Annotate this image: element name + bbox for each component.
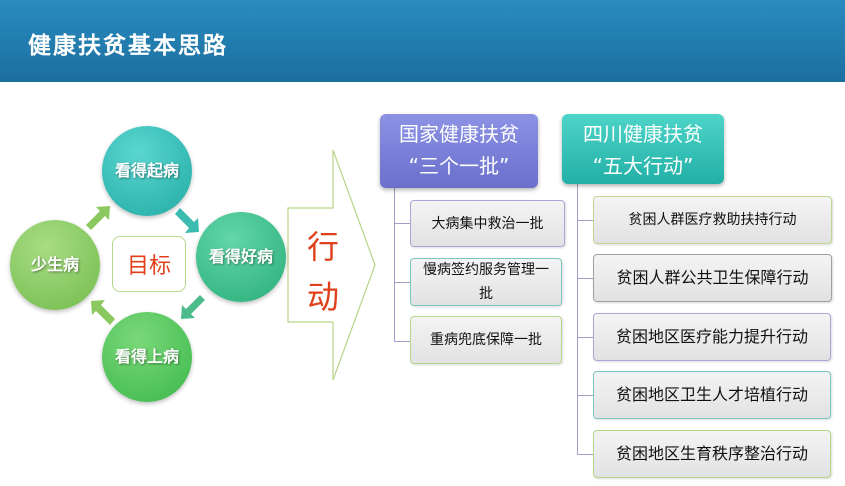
page-title: 健康扶贫基本思路 [28, 33, 228, 59]
national-item: 重病兜底保障一批 [410, 316, 562, 364]
sichuan-item: 贫困地区卫生人才培植行动 [593, 371, 831, 419]
action-label: 行动 [306, 228, 339, 316]
goal-box: 目标 [112, 236, 186, 292]
cycle-node-right: 看得好病 [196, 212, 286, 302]
arrow-up-left-icon [91, 300, 115, 325]
national-item: 慢病签约服务管理一批 [410, 258, 562, 306]
cycle-node-left: 少生病 [10, 220, 100, 310]
sichuan-title: 四川健康扶贫 [583, 122, 703, 146]
sichuan-item: 贫困人群公共卫生保障行动 [593, 254, 832, 302]
cycle-arrows [86, 206, 205, 325]
sichuan-item: 贫困地区生育秩序整治行动 [593, 430, 831, 478]
header-bar: 健康扶贫基本思路 [0, 0, 845, 82]
arrow-down-left-icon [181, 295, 205, 319]
sichuan-item: 贫困地区医疗能力提升行动 [593, 313, 831, 361]
sichuan-subtitle: “五大行动” [592, 154, 694, 178]
cycle-node-top: 看得起病 [102, 126, 192, 216]
sichuan-item: 贫困人群医疗救助扶持行动 [593, 196, 832, 244]
arrow-down-right-icon [175, 208, 199, 233]
action-arrow [287, 149, 376, 381]
arrow-up-right-icon [86, 206, 110, 230]
national-title: 国家健康扶贫 [399, 122, 519, 146]
national-header: 国家健康扶贫 “三个一批” [380, 114, 538, 188]
national-item: 大病集中救治一批 [410, 200, 565, 247]
sichuan-header: 四川健康扶贫 “五大行动” [562, 114, 724, 184]
cycle-node-bottom: 看得上病 [102, 312, 192, 402]
national-subtitle: “三个一批” [408, 154, 510, 178]
